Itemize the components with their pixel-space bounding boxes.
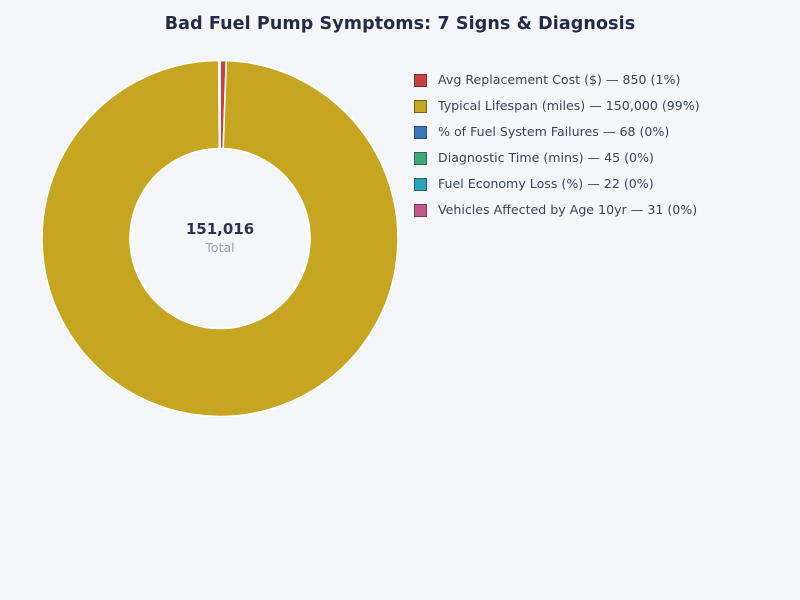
- legend-color-swatch: [414, 125, 427, 139]
- legend-item[interactable]: Vehicles Affected by Age 10yr — 31 (0%): [414, 197, 784, 223]
- legend-item-label: Fuel Economy Loss (%) — 22 (0%): [438, 175, 654, 191]
- legend-color-swatch: [414, 177, 427, 191]
- legend-item[interactable]: % of Fuel System Failures — 68 (0%): [414, 119, 784, 145]
- legend-item[interactable]: Diagnostic Time (mins) — 45 (0%): [414, 145, 784, 171]
- legend-item[interactable]: Fuel Economy Loss (%) — 22 (0%): [414, 171, 784, 197]
- legend-item-label: % of Fuel System Failures — 68 (0%): [438, 123, 670, 139]
- donut-slice[interactable]: [42, 60, 398, 417]
- chart-legend: Avg Replacement Cost ($) — 850 (1%) Typic…: [414, 67, 784, 223]
- legend-color-swatch: [414, 151, 427, 165]
- chart-title: Bad Fuel Pump Symptoms: 7 Signs & Diagno…: [164, 14, 636, 34]
- legend-item-label: Vehicles Affected by Age 10yr — 31 (0%): [438, 201, 698, 217]
- legend-item-label: Diagnostic Time (mins) — 45 (0%): [438, 149, 654, 165]
- donut-slice-group: [42, 60, 398, 417]
- legend-item[interactable]: Avg Replacement Cost ($) — 850 (1%): [414, 67, 784, 93]
- legend-color-swatch: [414, 99, 427, 113]
- legend-color-swatch: [414, 203, 427, 217]
- legend-item[interactable]: Typical Lifespan (miles) — 150,000 (99%): [414, 93, 784, 119]
- donut-svg: [42, 60, 398, 417]
- legend-item-label: Typical Lifespan (miles) — 150,000 (99%): [438, 97, 700, 113]
- legend-color-swatch: [414, 73, 427, 87]
- donut-plot-area: 151,016 Total: [42, 60, 398, 417]
- legend-item-label: Avg Replacement Cost ($) — 850 (1%): [438, 71, 681, 87]
